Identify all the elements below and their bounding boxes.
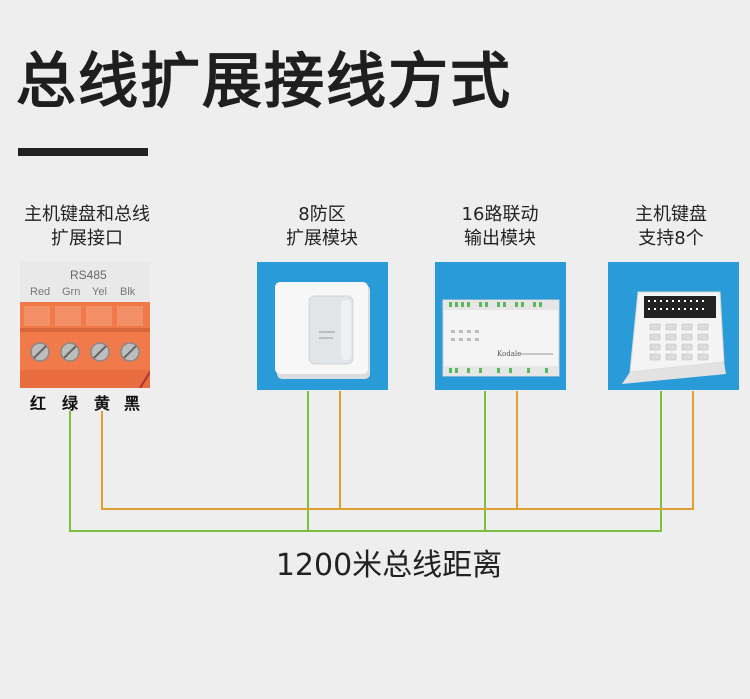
caption-zone-expansion-module: 8防区 扩展模块: [232, 203, 412, 251]
linkage-module-drawing: Kodale: [435, 262, 566, 390]
caption-main-keyboard-interface: 主机键盘和总线 扩展接口: [0, 203, 177, 251]
yellow-bus-wire: [101, 391, 694, 510]
terminal-pin-label: Grn: [62, 286, 80, 298]
terminal-pin-label: Yel: [92, 286, 107, 298]
wire-label-red: 红: [30, 394, 47, 413]
keyboard-drawing: [608, 262, 739, 390]
wire-label-black: 黑: [124, 394, 141, 413]
title-underline: [18, 148, 148, 156]
module-brand: Kodale: [497, 350, 521, 358]
linkage-output-module-photo: Kodale: [435, 262, 566, 390]
caption-line: 支持8个: [638, 228, 704, 249]
green-bus-wire: [69, 391, 662, 532]
page-title: 总线扩展接线方式: [16, 47, 512, 117]
caption-line: 扩展接口: [51, 228, 123, 249]
caption-keyboard: 主机键盘 支持8个: [581, 203, 750, 251]
caption-linkage-output-module: 16路联动 输出模块: [410, 203, 590, 251]
terminal-header: RS485: [70, 268, 107, 282]
caption-line: 8防区: [298, 204, 346, 225]
zone-module-drawing: [257, 262, 388, 390]
wire-label-yellow: 黄: [94, 394, 111, 413]
bus-distance-label: 1200米总线距离: [275, 548, 503, 583]
caption-line: 16路联动: [461, 204, 539, 225]
caption-line: 主机键盘: [635, 204, 707, 225]
terminal-block-photo: RS485 Red Grn Yel Blk: [20, 262, 150, 388]
caption-line: 主机键盘和总线: [24, 204, 150, 225]
caption-line: 扩展模块: [286, 228, 358, 249]
keyboard-photo: [608, 262, 739, 390]
terminal-pin-label: Blk: [120, 286, 136, 298]
terminal-block-drawing: RS485 Red Grn Yel Blk: [20, 262, 150, 388]
wire-label-green: 绿: [62, 394, 79, 413]
caption-line: 输出模块: [464, 228, 536, 249]
terminal-pin-label: Red: [30, 286, 50, 298]
zone-expansion-module-photo: [257, 262, 388, 390]
